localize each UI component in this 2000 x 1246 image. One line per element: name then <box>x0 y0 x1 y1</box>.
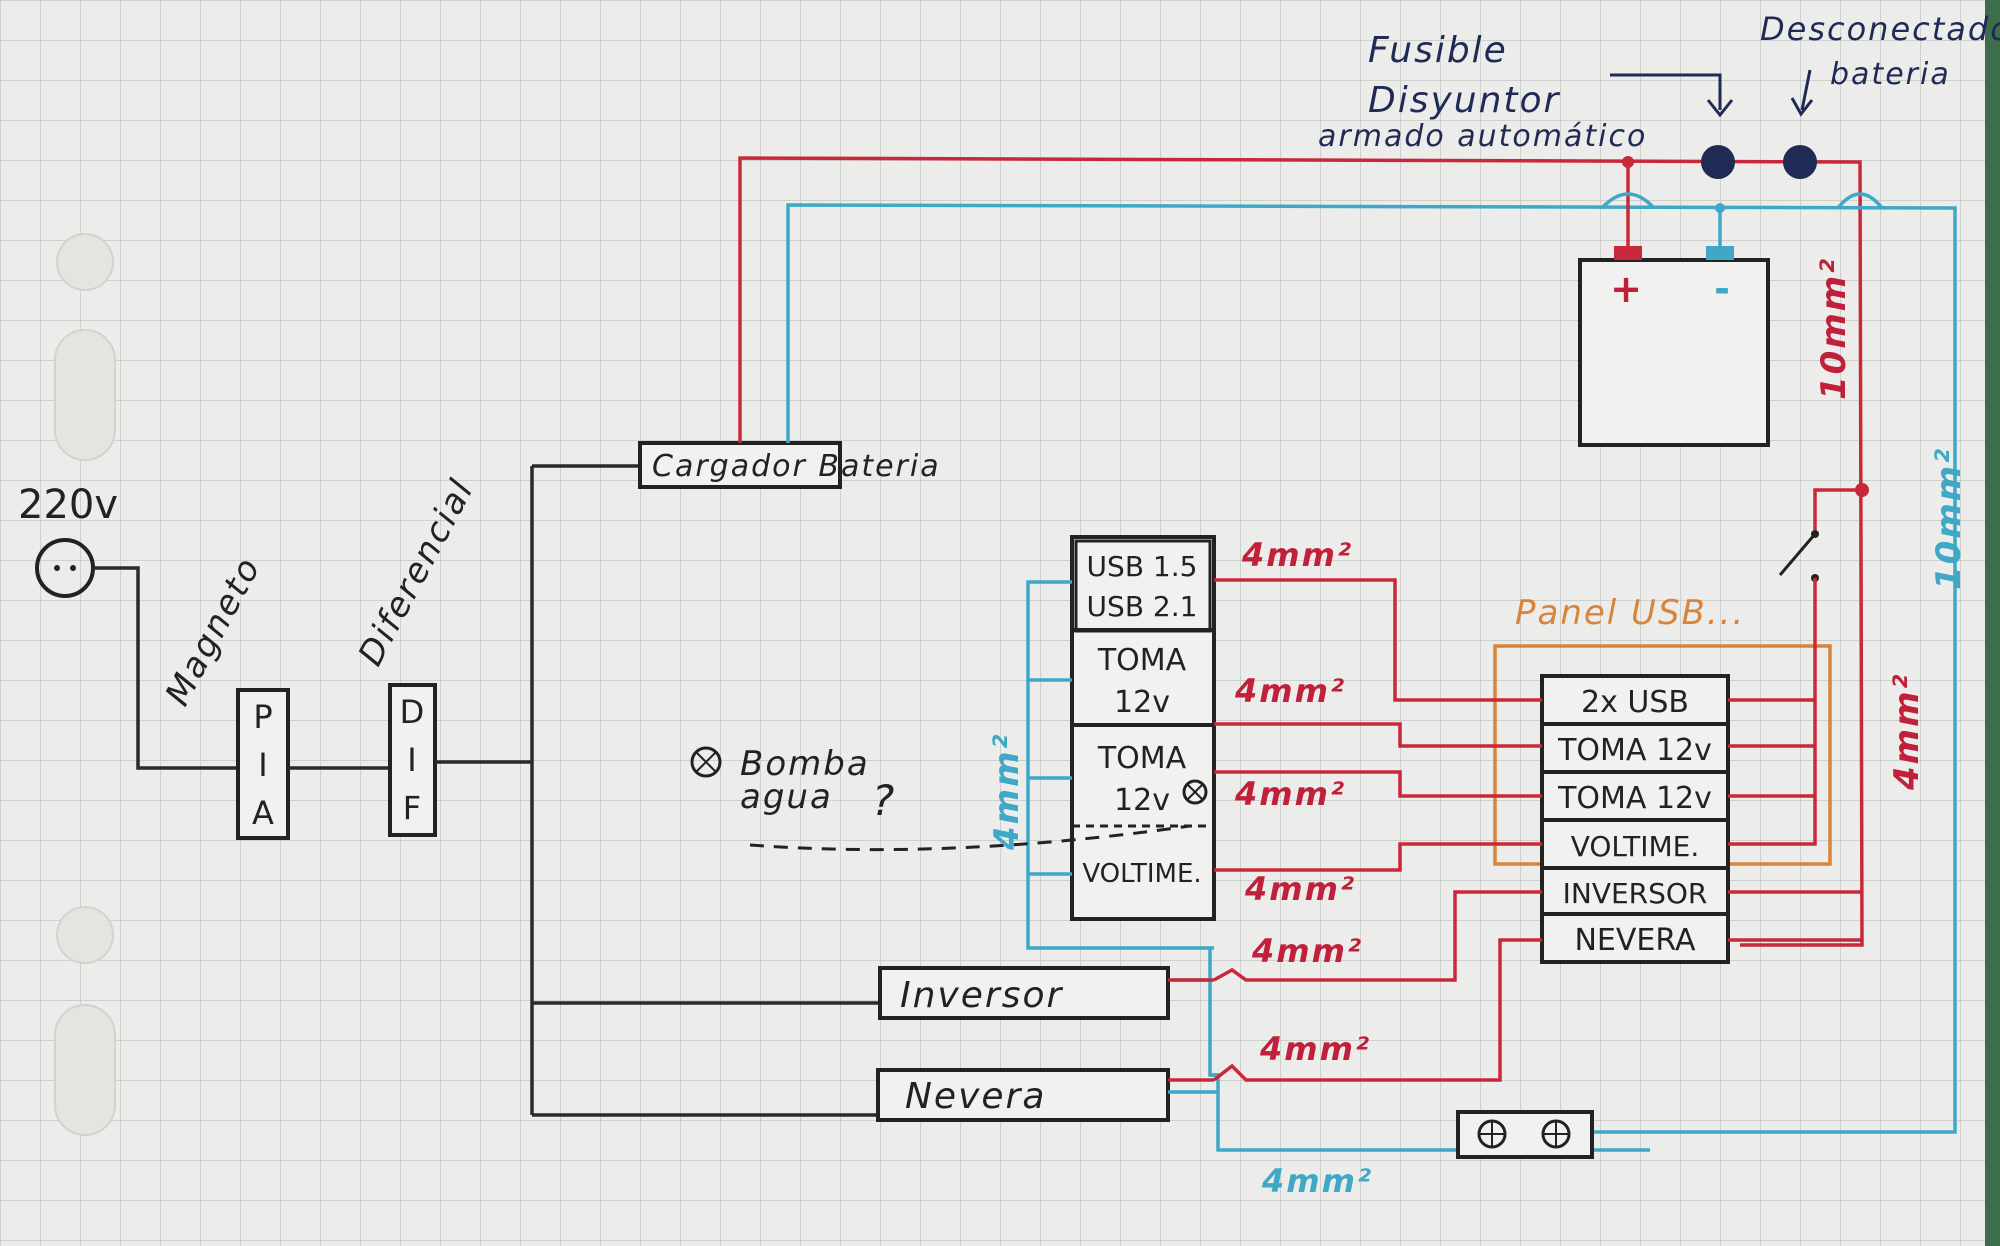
pia-letter-p: P <box>253 698 272 736</box>
fuse-item-toma2: TOMA <box>1097 741 1187 776</box>
negative-bus-bar <box>1456 1110 1594 1159</box>
main-switch <box>1778 483 1869 582</box>
panel-item-2xusb: 2x USB <box>1581 685 1689 720</box>
panel-item-toma2: TOMA 12v <box>1557 781 1712 816</box>
pump-question: ? <box>872 776 896 825</box>
binder-holes <box>54 233 116 1136</box>
blue-10mm-label: 10mm² <box>1929 447 1969 590</box>
fridge: Nevera <box>876 1068 1218 1122</box>
red-4mm-label-4: 4mm² <box>1244 870 1356 908</box>
fuse-breaker-icon <box>1701 145 1735 179</box>
usb-panel: 2x USB TOMA 12v TOMA 12v VOLTIME. INVERS… <box>1540 674 1730 964</box>
pump-icon <box>690 746 722 778</box>
blue-4mm-vertical-label: 4mm² <box>987 733 1027 851</box>
battery-disconnect-icon <box>1783 145 1817 179</box>
red-4mm-label-2: 4mm² <box>1234 672 1346 710</box>
dif-letter-i: I <box>407 741 416 779</box>
red-4mm-label-5: 4mm² <box>1251 932 1363 970</box>
battery-main-wires <box>738 156 1957 1134</box>
wire-size-labels: 10mm² 10mm² 4mm² 4mm² 4mm² 4mm² 4mm² 4mm… <box>987 257 1969 1200</box>
water-pump: Bomba agua ? <box>690 744 1191 852</box>
pia-letter-i: I <box>258 746 267 784</box>
red-4mm-label-3: 4mm² <box>1234 775 1346 813</box>
red-4mm-vertical-label: 4mm² <box>1887 673 1927 791</box>
charger-label: Cargador Bateria <box>652 449 941 484</box>
panel-item-toma1: TOMA 12v <box>1557 733 1712 768</box>
pump-label: Bomba <box>740 744 870 784</box>
fuse-item-toma1-volt: 12v <box>1114 685 1170 720</box>
ac-distribution-wires <box>435 464 880 1117</box>
pump-label-2: agua <box>740 777 833 817</box>
panel-item-nevera: NEVERA <box>1574 923 1696 958</box>
battery: + - <box>1578 246 1770 447</box>
dif-breaker: D I F <box>388 683 437 837</box>
fuse-item-voltime: VOLTIME. <box>1082 859 1201 889</box>
fuse-item-toma1: TOMA <box>1097 643 1187 678</box>
fuse-arrow-icon <box>1610 73 1722 110</box>
fuse-item-usb15: USB 1.5 <box>1087 550 1198 583</box>
armado-label: armado automático <box>1318 119 1647 154</box>
mains-input: 220v <box>18 482 238 770</box>
inverter: Inversor <box>878 966 1214 1020</box>
desconectador-label: Desconectador <box>1760 10 2000 48</box>
pia-letter-a: A <box>252 794 274 832</box>
fusible-label: Fusible <box>1368 30 1508 71</box>
battery-negative: - <box>1714 267 1730 311</box>
red-4mm-label-1: 4mm² <box>1241 536 1353 574</box>
fuse-item-toma2-volt: 12v <box>1114 783 1170 818</box>
disconnect-arrow-icon <box>1800 69 1812 111</box>
fuse-item-usb21: USB 2.1 <box>1087 590 1198 623</box>
red-10mm-label: 10mm² <box>1814 257 1854 400</box>
panel-title: Panel USB... <box>1515 593 1745 633</box>
inversor-label: Inversor <box>900 975 1063 1016</box>
battery-positive: + <box>1610 267 1642 311</box>
red-4mm-label-6: 4mm² <box>1259 1030 1371 1068</box>
dif-letter-d: D <box>400 693 425 731</box>
dif-letter-f: F <box>403 789 421 827</box>
pump-fuse-icon <box>1182 779 1208 805</box>
panel-item-inversor: INVERSOR <box>1563 877 1708 910</box>
pia-breaker: P I A <box>236 688 290 840</box>
battery-charger: Cargador Bateria <box>638 441 941 489</box>
fuse-box: USB 1.5 USB 2.1 TOMA 12v TOMA 12v VOLTIM… <box>1070 535 1216 921</box>
panel-item-voltime: VOLTIME. <box>1571 830 1700 863</box>
blue-4mm-bottom-label: 4mm² <box>1261 1162 1373 1200</box>
fuse-to-panel-wires <box>1212 578 1862 1082</box>
nevera-label: Nevera <box>905 1076 1046 1117</box>
mains-label: 220v <box>18 482 118 528</box>
disyuntor-label: Disyuntor <box>1368 80 1561 121</box>
top-labels: Fusible Disyuntor armado automático Desc… <box>1318 10 2000 154</box>
desk-edge <box>1985 0 2000 1246</box>
bateria-label: bateria <box>1830 57 1951 92</box>
